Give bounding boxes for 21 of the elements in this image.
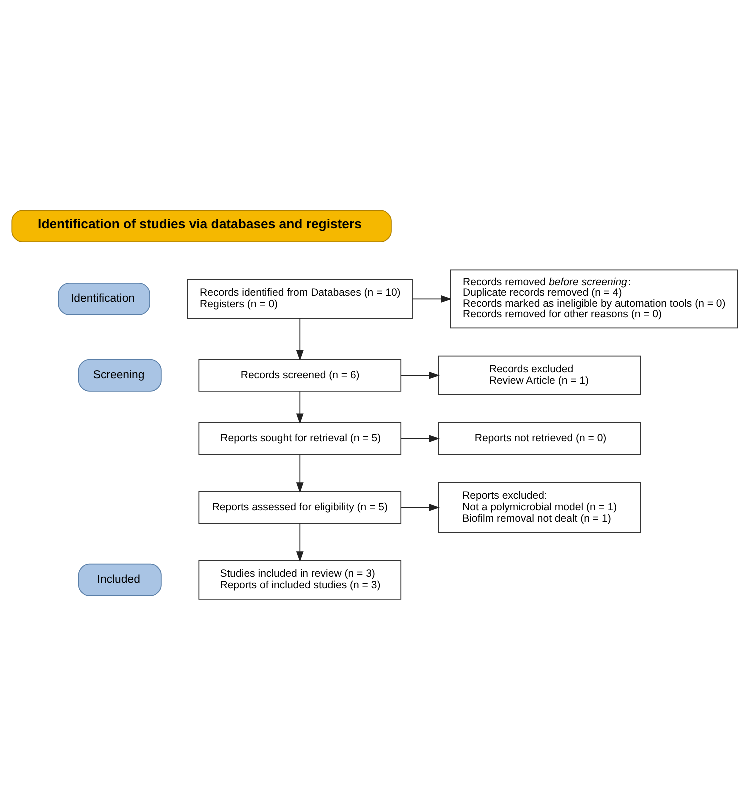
arrow — [400, 371, 440, 379]
node-box: Records removed before screening: Duplicate records removed (n = 4) Records marked as ineligible by automation tools (n = 0) Records removed for other reasons (n = 0) — [450, 269, 738, 328]
node-box: Screening — [78, 358, 162, 392]
arrow — [296, 522, 304, 562]
arrow — [296, 390, 304, 424]
node-box: Reports not retrieved (n = 0) — [438, 422, 642, 455]
node-box: Reports sought for retrieval (n = 5) — [198, 422, 402, 455]
node-box: Records excluded Review Article (n = 1) — [438, 355, 642, 395]
arrow — [296, 454, 304, 493]
arrow — [400, 434, 440, 442]
node-box: Identification — [58, 282, 150, 315]
node-box: Studies included in review (n = 3) Reports of included studies (n = 3) — [198, 560, 402, 600]
arrow — [296, 318, 304, 361]
node-box: Reports excluded: Not a polymicrobial model (n = 1) Biofilm removal not dealt (n = 1) — [438, 482, 642, 533]
node-box: Included — [78, 563, 162, 596]
node-box: Records identified from Databases (n = 10) Registers (n = 0) — [187, 278, 413, 318]
node-box: Reports assessed for eligibility (n = 5) — [198, 490, 402, 524]
node-box: Records screened (n = 6) — [198, 358, 402, 392]
arrow — [412, 295, 452, 302]
arrow — [400, 504, 440, 511]
node-box: Identification of studies via databases and registers — [12, 210, 392, 242]
